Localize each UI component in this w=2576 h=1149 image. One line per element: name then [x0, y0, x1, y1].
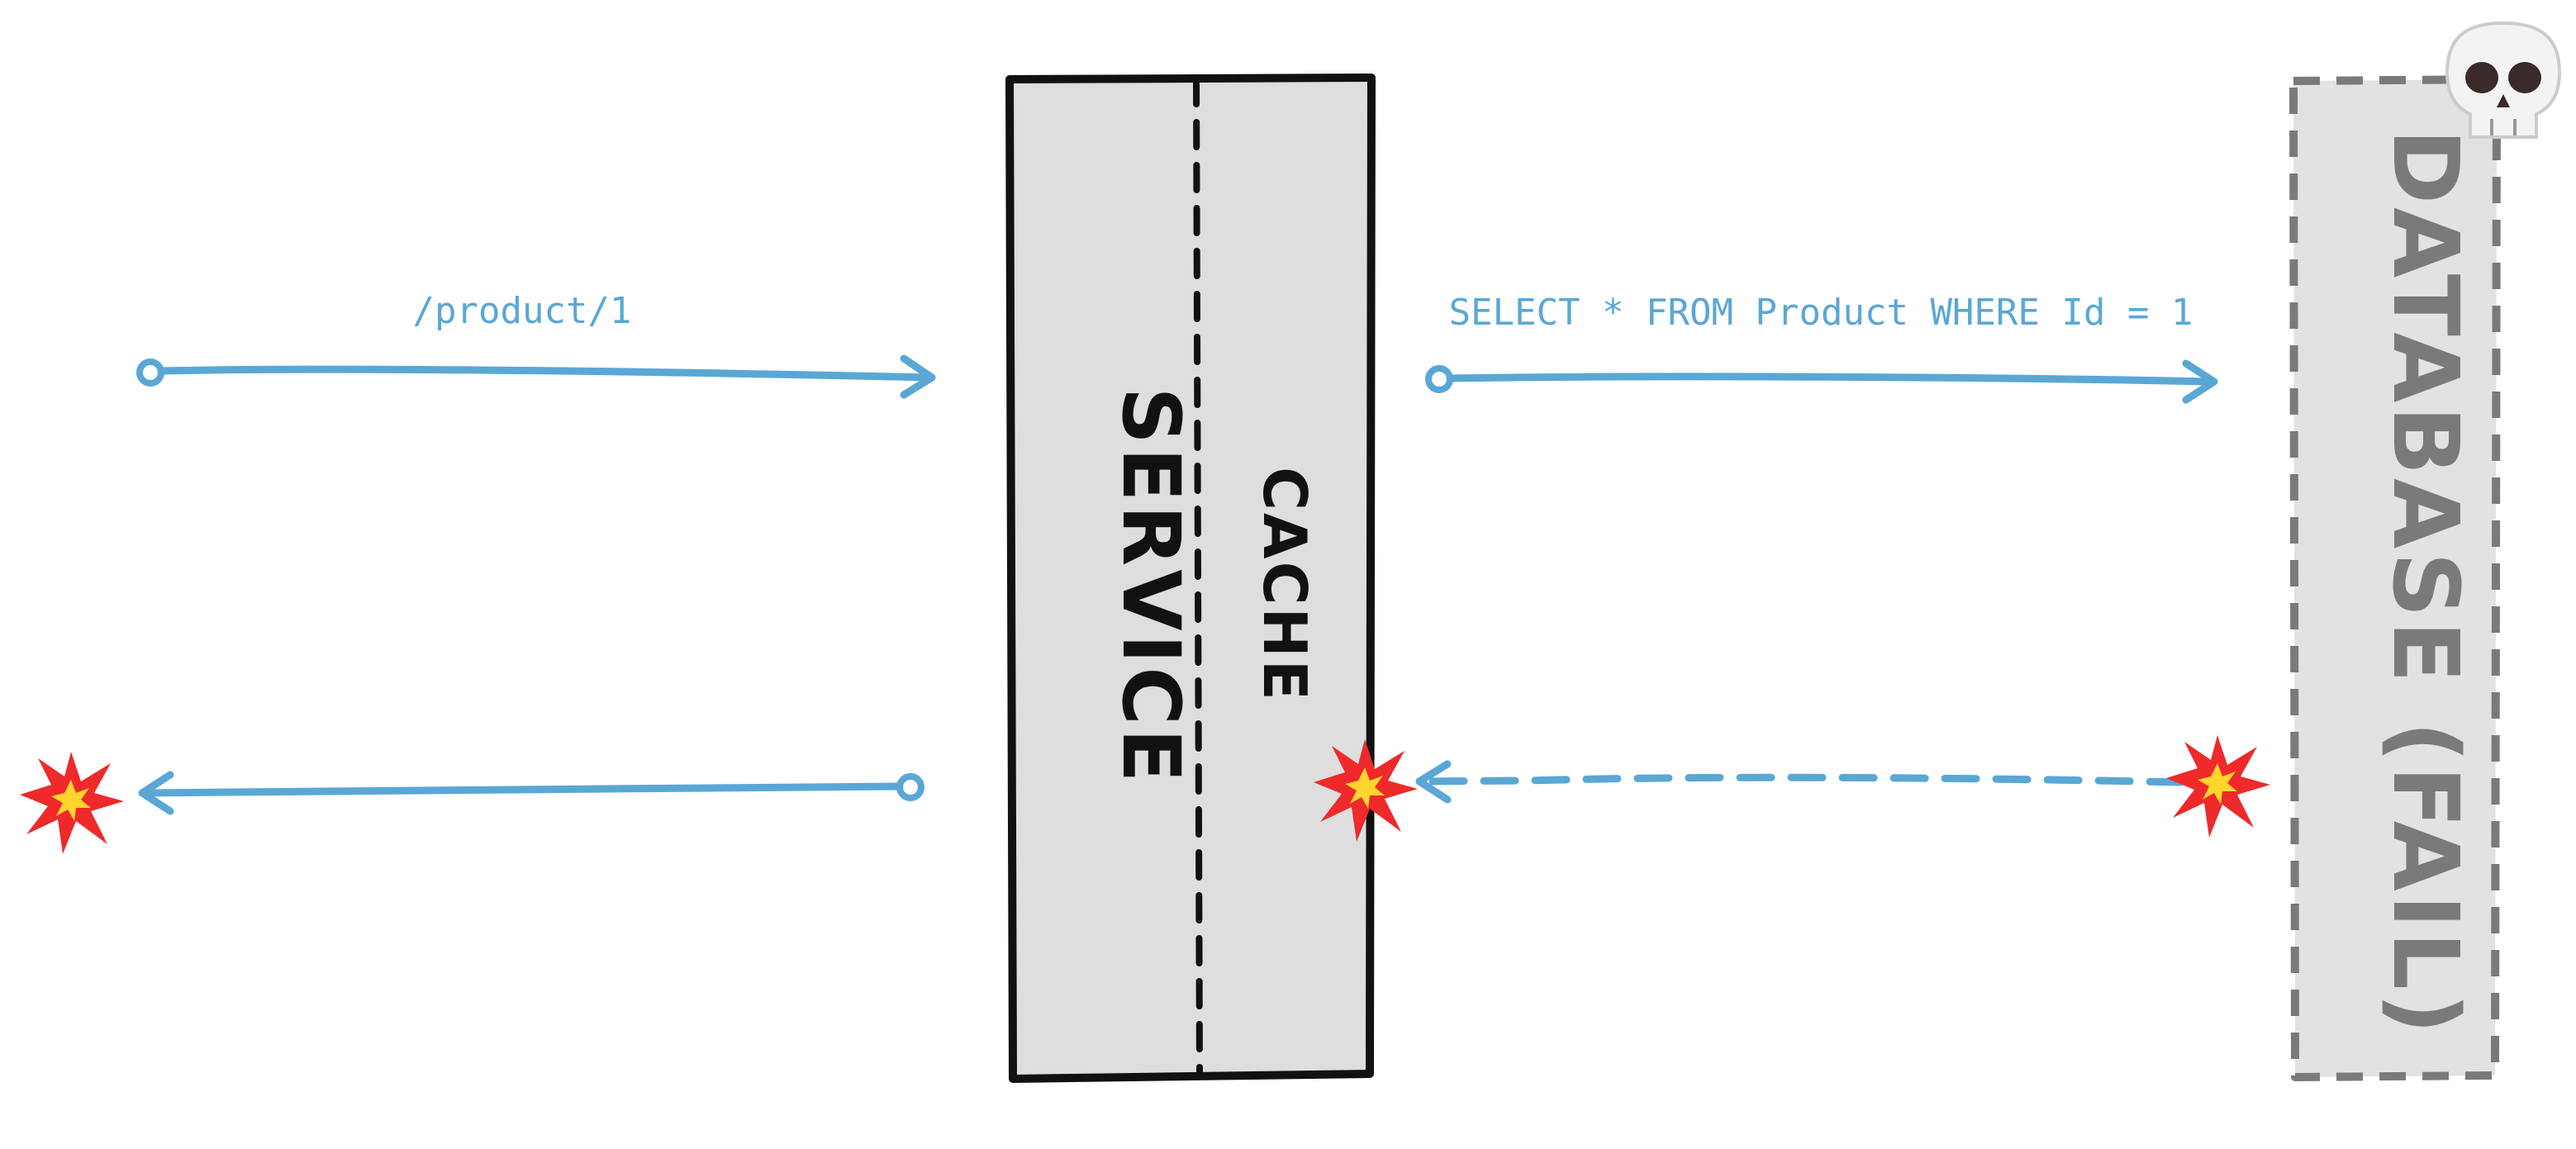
- request-arrow: /product/1: [136, 290, 936, 399]
- cache-divider: [1193, 76, 1203, 1079]
- skull-icon: [2445, 21, 2562, 139]
- database-label: DATABASE (FAIL): [2373, 129, 2479, 1037]
- service-box: SERVICE CACHE: [1005, 74, 1376, 1083]
- explosion-icon: [2166, 735, 2270, 838]
- failed-db-response-arrow: [1415, 760, 2185, 804]
- failed-db-response-line: [1419, 773, 2185, 786]
- explosion-icon: [20, 752, 124, 854]
- sql-query-label: SELECT * FROM Product WHERE Id = 1: [1449, 292, 2193, 334]
- database-box: DATABASE (FAIL): [2289, 75, 2501, 1081]
- client-response-head: [138, 771, 174, 815]
- failed-client-response-arrow: [138, 771, 924, 815]
- request-arrow-head: [900, 354, 936, 399]
- database-rect: [2289, 75, 2501, 1081]
- failed-db-response-head: [1415, 760, 1452, 804]
- request-path-label: /product/1: [413, 290, 632, 332]
- cache-label: CACHE: [1250, 467, 1319, 703]
- service-label: SERVICE: [1105, 387, 1197, 786]
- query-arrow: SELECT * FROM Product WHERE Id = 1: [1425, 292, 2218, 404]
- explosion-icon: [1314, 739, 1418, 842]
- query-arrow-line: [1446, 373, 2215, 386]
- query-arrow-head: [2182, 359, 2218, 404]
- service-rect: [1005, 74, 1376, 1083]
- request-arrow-line: [157, 365, 933, 382]
- client-response-line: [141, 782, 904, 797]
